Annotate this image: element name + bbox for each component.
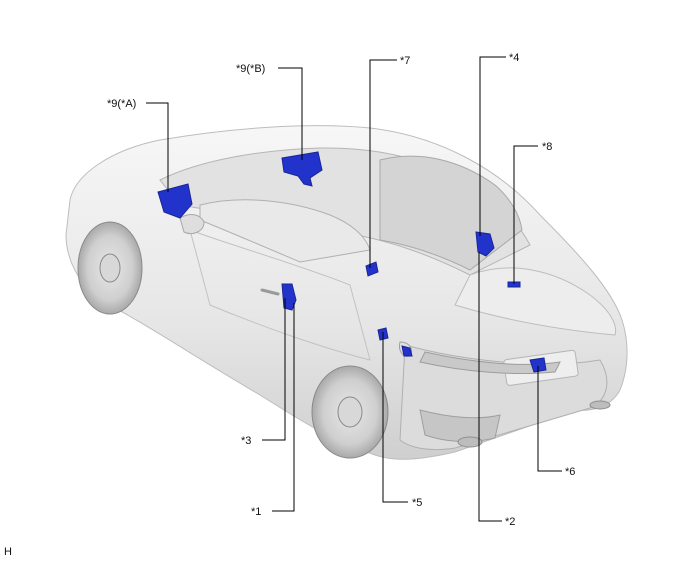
callout-9a: *9(*A) [107,98,136,110]
component-2-blob [401,345,413,357]
component-8 [507,281,521,288]
front-wheel-hub [99,253,121,283]
component-7 [365,261,379,277]
leader-5 [382,332,408,503]
leader-6 [537,366,562,472]
exhaust-left [457,436,483,448]
component-6 [529,357,547,373]
leader-7 [369,59,397,268]
leader-8 [513,145,538,284]
door-handle [260,288,280,296]
callout-4: *4 [509,52,519,64]
vehicle-illustration [65,125,628,460]
corner-mark: H [4,546,12,558]
callout-5: *5 [412,497,422,509]
leader-9a [146,102,169,192]
leader-1 [272,303,295,512]
callout-9b: *9(*B) [236,63,265,75]
side-window [199,199,371,263]
leader-lines [146,56,562,522]
component-9b [281,151,323,187]
leader-9b [278,67,303,160]
callout-8: *8 [542,141,552,153]
callout-6: *6 [565,466,575,478]
exhaust-right [589,400,611,410]
rear-wheel-hub [337,396,363,428]
side-mirror [179,214,205,235]
leader-4 [479,56,506,236]
rear-deck [454,267,617,336]
leader-2 [478,252,502,522]
highlighted-components [157,151,547,373]
callout-1: *1 [251,506,261,518]
leader-3 [262,298,286,441]
component-9a [157,183,193,219]
callout-7: *7 [400,55,410,67]
callout-labels: *9(*A) *9(*B) *7 *4 *8 *3 *1 *5 *2 *6 H [4,52,575,558]
door-outline [189,229,371,361]
tail-lamp [419,351,561,375]
callout-2: *2 [505,516,515,528]
rear-diffuser [419,409,501,443]
callout-3: *3 [241,435,251,447]
component-4 [475,231,495,257]
